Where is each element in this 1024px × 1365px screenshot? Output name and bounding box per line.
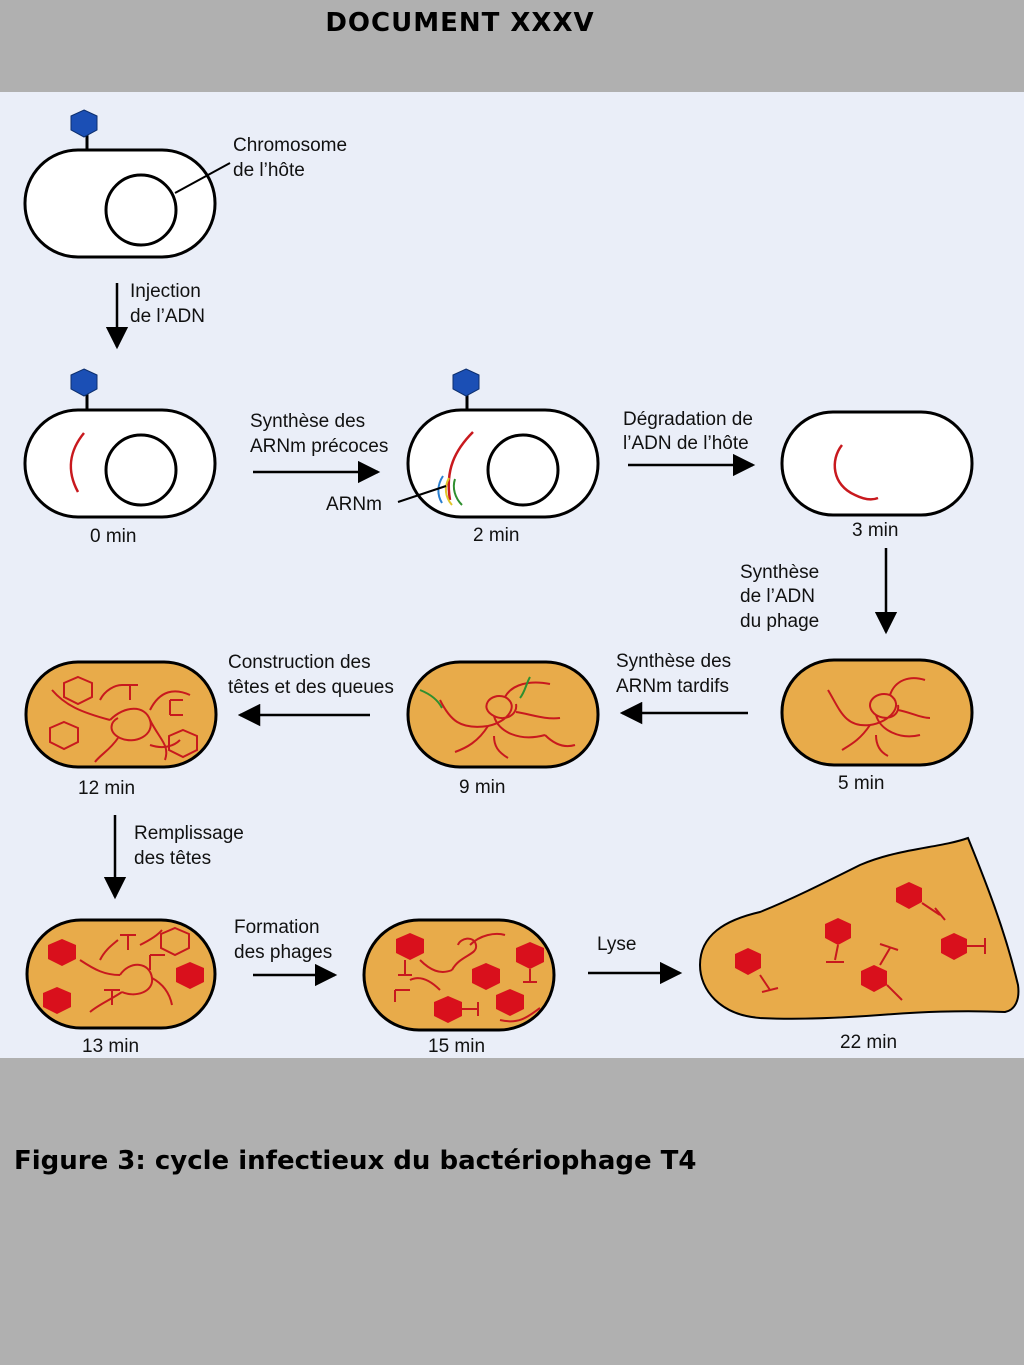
- label-filling-2: des têtes: [134, 848, 211, 869]
- phage-dna: [447, 431, 474, 501]
- cell-9min: [406, 660, 600, 769]
- time-9min: 9 min: [459, 777, 505, 798]
- cell-0min: [23, 368, 217, 519]
- filled-phage-head: [48, 939, 76, 966]
- time-0min: 0 min: [90, 526, 136, 547]
- phage-head: [396, 933, 424, 960]
- time-2min: 2 min: [473, 525, 519, 546]
- label-phage-dna-3: du phage: [740, 611, 819, 632]
- mrna-strand: [444, 477, 453, 506]
- filled-phage-head: [176, 962, 204, 989]
- cell-initial: [23, 109, 231, 259]
- released-phage-head: [825, 918, 851, 945]
- phage-head: [516, 942, 544, 969]
- label-host-chromosome-2: de l’hôte: [233, 160, 305, 181]
- time-12min: 12 min: [78, 778, 135, 799]
- cell-13min: [25, 918, 217, 1030]
- phage-head: [434, 996, 462, 1023]
- released-phage-head: [861, 965, 887, 992]
- figure-caption: Figure 3: cycle infectieux du bactérioph…: [14, 1146, 697, 1176]
- cell-22min-lysed: [698, 836, 1020, 1020]
- phage-head: [496, 989, 524, 1016]
- label-filling-1: Remplissage: [134, 823, 244, 844]
- phage-dna: [69, 432, 85, 493]
- mrna-strand: [419, 689, 443, 709]
- phage-cycle-diagram: Chromosome de l’hôte Injection de l’ADN …: [23, 109, 1020, 1057]
- label-injection-2: de l’ADN: [130, 306, 205, 327]
- released-phage-head: [896, 882, 922, 909]
- phage-head-icon: [70, 368, 98, 397]
- label-late-mrna-1: Synthèse des: [616, 651, 731, 672]
- time-22min: 22 min: [840, 1032, 897, 1053]
- time-13min: 13 min: [82, 1036, 139, 1057]
- phage-head-icon: [452, 368, 480, 397]
- label-degradation-1: Dégradation de: [623, 409, 753, 430]
- released-phage-head: [941, 933, 967, 960]
- phage-head: [472, 963, 500, 990]
- released-phage-head: [735, 948, 761, 975]
- label-construction-2: têtes et des queues: [228, 677, 394, 698]
- label-phage-dna-2: de l’ADN: [740, 586, 815, 607]
- label-lysis: Lyse: [597, 934, 636, 955]
- label-formation-1: Formation: [234, 917, 320, 938]
- label-early-mrna-1: Synthèse des: [250, 411, 365, 432]
- document-title: DOCUMENT XXXV: [325, 8, 595, 38]
- time-3min: 3 min: [852, 520, 898, 541]
- mrna-strand: [519, 676, 531, 699]
- mrna-strand: [437, 475, 444, 504]
- label-construction-1: Construction des: [228, 652, 371, 673]
- time-15min: 15 min: [428, 1036, 485, 1057]
- cell-3min: [780, 410, 974, 517]
- filled-phage-head: [43, 987, 71, 1014]
- host-chromosome: [104, 173, 178, 247]
- phage-head-icon: [70, 109, 98, 138]
- label-host-chromosome-1: Chromosome: [233, 135, 347, 156]
- cell-15min: [362, 918, 556, 1032]
- label-phage-dna-1: Synthèse: [740, 562, 819, 583]
- cell-5min: [780, 658, 974, 767]
- label-degradation-2: l’ADN de l’hôte: [623, 433, 749, 454]
- time-5min: 5 min: [838, 773, 884, 794]
- label-formation-2: des phages: [234, 942, 332, 963]
- label-mrna: ARNm: [326, 494, 382, 515]
- label-early-mrna-2: ARNm précoces: [250, 436, 388, 457]
- mrna-strand: [452, 478, 463, 506]
- cell-12min: [24, 660, 218, 769]
- label-late-mrna-2: ARNm tardifs: [616, 676, 729, 697]
- cell-2min: [406, 368, 600, 519]
- phage-dna: [833, 444, 879, 501]
- label-injection-1: Injection: [130, 281, 201, 302]
- diagram-panel: Chromosome de l’hôte Injection de l’ADN …: [0, 92, 1024, 1058]
